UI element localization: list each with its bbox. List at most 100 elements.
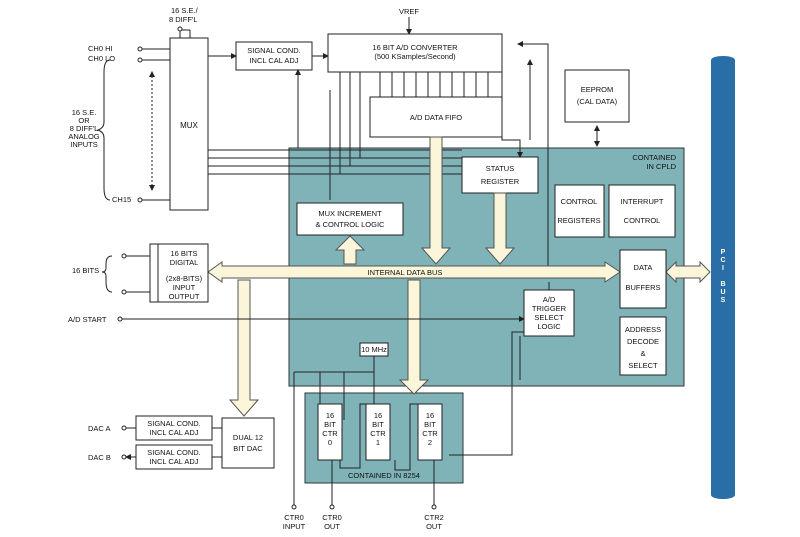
- svg-text:A/D DATA FIFO: A/D DATA FIFO: [410, 113, 462, 122]
- svg-text:16: 16: [426, 411, 434, 420]
- svg-text:EEPROM: EEPROM: [581, 85, 614, 94]
- svg-text:&: &: [640, 349, 645, 358]
- ad-start-label: A/D START: [68, 315, 107, 324]
- se-diff-switch-label: 16 S.E./ 8 DIFF'L: [169, 6, 199, 24]
- svg-text:8 DIFF'L: 8 DIFF'L: [169, 15, 198, 24]
- ch0-hi-label: CH0 HI: [88, 44, 113, 53]
- svg-text:CTR: CTR: [422, 429, 438, 438]
- vref-label: VREF: [399, 7, 419, 16]
- svg-text:CTR2: CTR2: [424, 513, 444, 522]
- svg-text:CONTROL: CONTROL: [561, 197, 598, 206]
- svg-text:CONTROL: CONTROL: [624, 216, 661, 225]
- svg-text:SIGNAL COND.: SIGNAL COND.: [247, 46, 300, 55]
- svg-text:0: 0: [328, 438, 332, 447]
- svg-text:DATA: DATA: [634, 263, 653, 272]
- status-register: [461, 156, 539, 194]
- address-decode-block: [619, 316, 667, 376]
- svg-text:8 DIFF'L: 8 DIFF'L: [70, 124, 99, 133]
- svg-text:(2x8-BITS): (2x8-BITS): [166, 274, 203, 283]
- svg-text:INCL CAL ADJ: INCL CAL ADJ: [249, 56, 298, 65]
- svg-text:LOGIC: LOGIC: [537, 322, 561, 331]
- ch15-label: CH15: [112, 195, 131, 204]
- counter-0: 16 BIT CTR 0: [317, 403, 343, 461]
- analog-brace: [96, 59, 111, 201]
- svg-text:2: 2: [428, 438, 432, 447]
- dac-a-label: DAC A: [88, 424, 111, 433]
- interrupt-control-block: [608, 184, 676, 238]
- control-registers-block: [554, 184, 605, 238]
- signal-cond-dac-b: [135, 444, 213, 470]
- svg-text:SELECT: SELECT: [534, 313, 564, 322]
- svg-text:OR: OR: [78, 116, 90, 125]
- svg-text:TRIGGER: TRIGGER: [532, 304, 567, 313]
- svg-text:I: I: [722, 265, 724, 272]
- svg-text:(500 KSamples/Second): (500 KSamples/Second): [374, 52, 456, 61]
- svg-text:16 BITS: 16 BITS: [170, 249, 197, 258]
- svg-text:INPUT: INPUT: [173, 283, 196, 292]
- pci-bus-label: P C I B U S: [720, 249, 725, 304]
- svg-text:INPUT: INPUT: [283, 522, 306, 531]
- svg-text:DECODE: DECODE: [627, 337, 659, 346]
- data-buffers-block: [619, 249, 667, 309]
- mux-block: [169, 37, 209, 211]
- svg-text:SELECT: SELECT: [628, 361, 658, 370]
- svg-text:BIT DAC: BIT DAC: [233, 444, 263, 453]
- counter-2: 16 BIT CTR 2: [417, 403, 443, 461]
- dual-dac-block: [221, 417, 275, 469]
- svg-text:1: 1: [376, 438, 380, 447]
- svg-text:ADDRESS: ADDRESS: [625, 325, 661, 334]
- svg-text:CTR: CTR: [370, 429, 386, 438]
- svg-text:CTR0: CTR0: [284, 513, 304, 522]
- svg-text:STATUS: STATUS: [486, 164, 514, 173]
- svg-text:BIT: BIT: [324, 420, 336, 429]
- signal-cond-main: [235, 41, 313, 71]
- svg-text:BIT: BIT: [372, 420, 384, 429]
- dac-b-label: DAC B: [88, 453, 111, 462]
- svg-text:CTR: CTR: [322, 429, 338, 438]
- svg-text:INCL CAL ADJ: INCL CAL ADJ: [149, 428, 198, 437]
- ctr0-out-label: CTR0 OUT: [322, 513, 342, 531]
- svg-text:C: C: [720, 257, 725, 264]
- svg-text:OUT: OUT: [426, 522, 442, 531]
- svg-text:OUTPUT: OUTPUT: [169, 292, 200, 301]
- svg-text:16: 16: [326, 411, 334, 420]
- svg-text:U: U: [720, 289, 725, 296]
- internal-data-bus-label: INTERNAL DATA BUS: [368, 268, 443, 277]
- svg-text:OUT: OUT: [324, 522, 340, 531]
- svg-text:16 S.E./: 16 S.E./: [171, 6, 199, 15]
- mux-increment-block: [296, 202, 404, 236]
- svg-text:BUFFERS: BUFFERS: [625, 283, 660, 292]
- fifo-block: [369, 96, 503, 138]
- ctr0-input-label: CTR0 INPUT: [283, 513, 306, 531]
- digital-io-block: [149, 243, 209, 303]
- mux-label: MUX: [180, 121, 198, 130]
- ch0-lo-label: CH0 LO: [88, 54, 115, 63]
- svg-text:DUAL 12: DUAL 12: [233, 433, 263, 442]
- svg-text:SIGNAL COND.: SIGNAL COND.: [147, 448, 200, 457]
- svg-text:10 MHz: 10 MHz: [361, 345, 387, 354]
- svg-text:INTERRUPT: INTERRUPT: [621, 197, 664, 206]
- ctr2-out-label: CTR2 OUT: [424, 513, 444, 531]
- svg-text:16 S.E.: 16 S.E.: [72, 108, 97, 117]
- svg-text:B: B: [720, 281, 725, 288]
- svg-text:BIT: BIT: [424, 420, 436, 429]
- svg-text:CONTAINED: CONTAINED: [632, 153, 676, 162]
- svg-text:SIGNAL COND.: SIGNAL COND.: [147, 419, 200, 428]
- svg-text:MUX INCREMENT: MUX INCREMENT: [318, 209, 382, 218]
- svg-text:REGISTERS: REGISTERS: [557, 216, 600, 225]
- svg-text:REGISTER: REGISTER: [481, 177, 520, 186]
- svg-text:INCL CAL ADJ: INCL CAL ADJ: [149, 457, 198, 466]
- signal-cond-dac-a: [135, 415, 213, 441]
- svg-text:CTR0: CTR0: [322, 513, 342, 522]
- contained-8254-label: CONTAINED IN 8254: [348, 471, 420, 480]
- svg-text:A/D: A/D: [543, 295, 556, 304]
- svg-text:& CONTROL LOGIC: & CONTROL LOGIC: [316, 220, 385, 229]
- svg-text:16: 16: [374, 411, 382, 420]
- pci-bus: [711, 60, 735, 495]
- svg-text:(CAL DATA): (CAL DATA): [577, 97, 618, 106]
- svg-text:16 BIT A/D CONVERTER: 16 BIT A/D CONVERTER: [372, 43, 458, 52]
- svg-text:ANALOG: ANALOG: [68, 132, 99, 141]
- svg-text:DIGITAL: DIGITAL: [170, 258, 199, 267]
- counter-1: 16 BIT CTR 1: [365, 403, 391, 461]
